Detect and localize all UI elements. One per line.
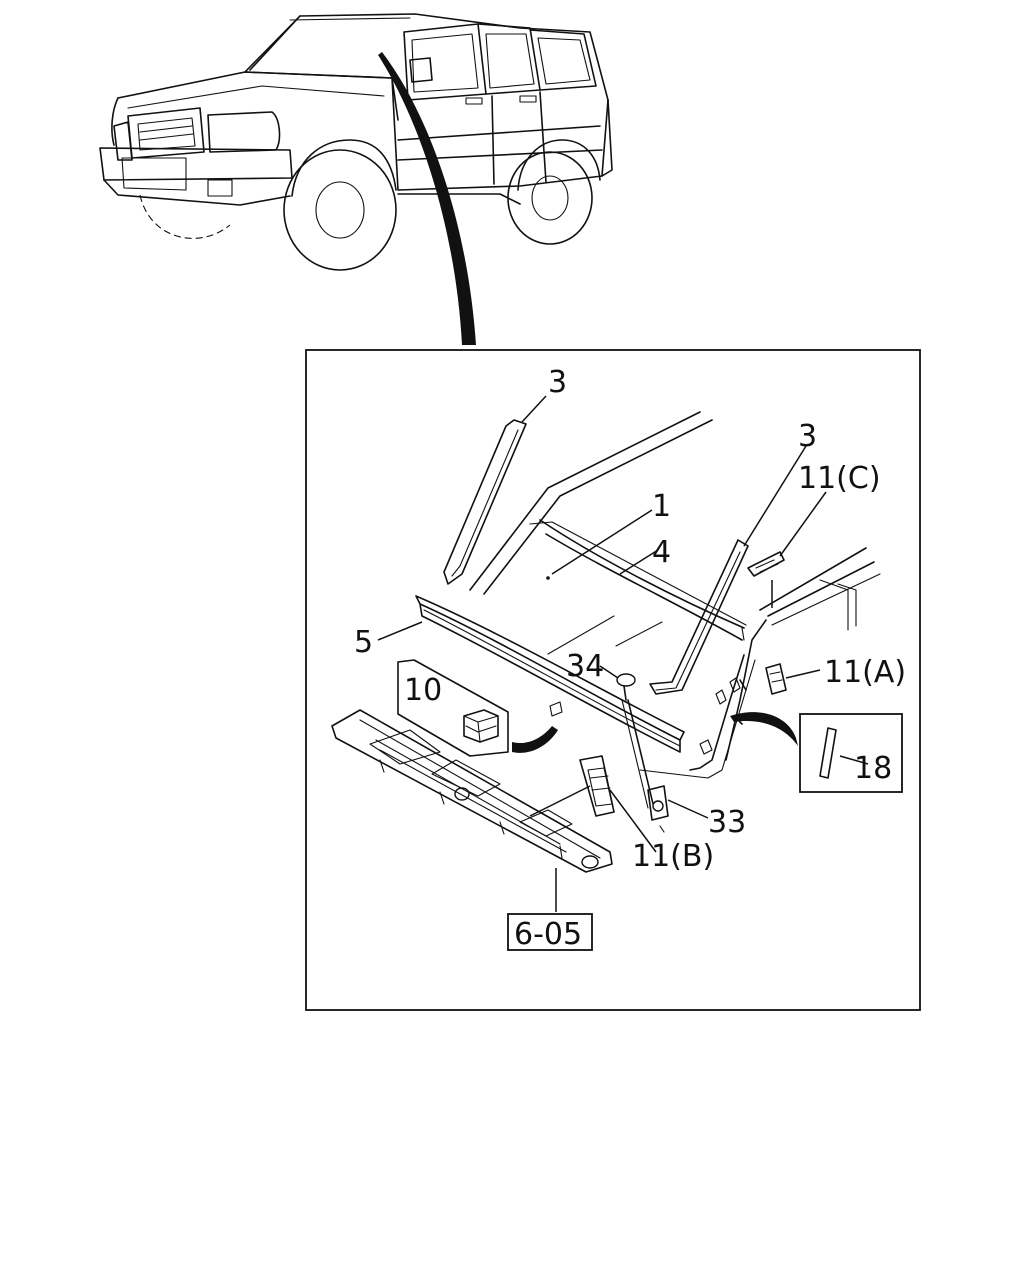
callout-34: 34 (566, 649, 604, 684)
part-33-bracket (647, 785, 669, 833)
inset-part-10 (397, 659, 558, 757)
callout-11a: 11(A) (824, 655, 906, 690)
callout-11c: 11(C) (798, 461, 881, 496)
callout-1: 1 (652, 489, 671, 524)
reference-box (507, 913, 593, 951)
vehicle-illustration (99, 13, 613, 345)
part-3-right-moulding (649, 539, 749, 695)
part-11a-clip (765, 663, 787, 695)
part-3-left-moulding (443, 419, 527, 585)
part-11b-clip (579, 755, 615, 817)
callout-33: 33 (708, 805, 746, 840)
reference-6-05: 6-05 (514, 917, 582, 952)
part-11c-clip (747, 551, 785, 608)
part-34-bolt (616, 673, 655, 809)
callout-18: 18 (854, 751, 892, 786)
cowl-panel (331, 709, 613, 873)
part-5-cowl-strip (415, 595, 685, 753)
leader-lines (377, 395, 869, 912)
callout-4: 4 (652, 535, 671, 570)
windshield-assembly (469, 411, 881, 779)
callout-11b: 11(B) (632, 839, 714, 874)
callout-5: 5 (354, 625, 373, 660)
detail-frame (305, 349, 921, 1011)
inset-part-18 (730, 712, 903, 793)
callout-3-right: 3 (798, 419, 817, 454)
callout-10: 10 (404, 673, 442, 708)
callout-3-left: 3 (548, 365, 567, 400)
